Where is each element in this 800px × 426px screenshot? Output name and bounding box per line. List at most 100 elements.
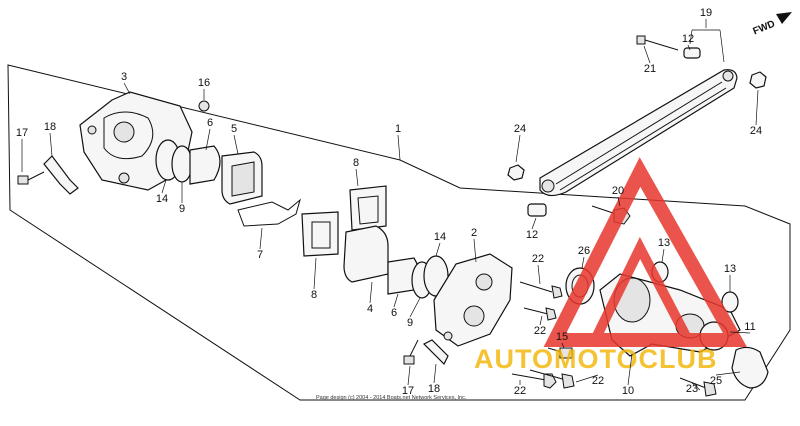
bolt-23 <box>679 377 717 397</box>
callout-label: 22 <box>532 253 544 265</box>
callout-label: 17 <box>16 127 28 139</box>
callout-label: 12 <box>682 33 694 45</box>
callout-19-bracket <box>689 29 725 63</box>
leader-line <box>49 132 53 157</box>
caliper-body-right <box>433 253 513 347</box>
bolt-22-d <box>529 369 575 389</box>
pad-4-right <box>343 225 389 283</box>
callout-label: 26 <box>578 245 590 257</box>
copyright-text: Page design (c) 2004 - 2014 Boats.net Ne… <box>316 395 467 401</box>
collar-12-middle <box>527 203 547 217</box>
leader-line <box>161 179 167 194</box>
callout-label: 23 <box>686 383 698 395</box>
callout-label: 19 <box>700 7 712 19</box>
callout-label: 25 <box>710 375 722 387</box>
callout-label: 11 <box>744 321 755 333</box>
watermark-text: AUTOMOTOCLUB <box>474 344 718 374</box>
bleeder-16 <box>198 100 210 112</box>
bolt-22-c <box>511 373 557 389</box>
callout-label: 24 <box>514 123 526 135</box>
callout-label: 22 <box>592 375 604 387</box>
leader-line <box>433 363 437 384</box>
leader-line <box>627 353 633 386</box>
bolt-21 <box>636 35 679 51</box>
leader-lines <box>21 19 759 391</box>
callout-label: 14 <box>156 193 168 205</box>
callout-label: 13 <box>658 237 670 249</box>
callout-labels: 1234566788991011121213131414151617171818… <box>16 7 762 397</box>
leader-line <box>407 365 411 386</box>
leader-line <box>537 264 541 285</box>
callout-label: 6 <box>207 117 213 129</box>
callout-label: 20 <box>612 185 624 197</box>
leader-line <box>369 281 373 304</box>
leader-line <box>397 134 401 161</box>
callout-label: 24 <box>750 125 762 137</box>
forward-arrow: FWD <box>751 12 792 37</box>
torque-rod <box>539 69 738 197</box>
callout-label: 6 <box>391 307 397 319</box>
leader-line <box>617 196 621 207</box>
nut-24-center <box>507 164 525 181</box>
callout-label: 18 <box>44 121 56 133</box>
piston-6-left <box>189 145 221 185</box>
watermark-logo <box>543 157 747 347</box>
shim-8-right <box>349 185 387 231</box>
nut-24-right <box>749 71 767 89</box>
callout-label: 5 <box>231 123 237 135</box>
boot-25 <box>731 346 769 389</box>
leader-line <box>515 134 521 163</box>
callout-label: 8 <box>311 289 317 301</box>
leader-line <box>123 82 131 95</box>
leader-line <box>355 168 359 187</box>
leader-line <box>643 45 651 64</box>
leader-line <box>715 371 741 376</box>
callout-label: 12 <box>526 229 538 241</box>
callout-label: 4 <box>367 303 373 315</box>
callout-label: 8 <box>353 157 359 169</box>
callout-label: 10 <box>622 385 634 397</box>
leader-line <box>539 315 543 326</box>
leader-line <box>205 128 211 151</box>
callout-label: 21 <box>644 63 656 75</box>
callout-label: 3 <box>121 71 127 83</box>
leader-line <box>393 293 399 308</box>
leader-line <box>259 227 263 250</box>
bolt-22-a <box>519 281 563 299</box>
pin-15 <box>547 347 573 359</box>
callout-label: 1 <box>395 123 401 135</box>
leader-line <box>473 238 477 263</box>
callout-label: 22 <box>514 385 526 397</box>
leader-line <box>691 382 701 391</box>
link-18-right <box>422 339 449 366</box>
leader-line <box>729 331 751 334</box>
shim-8-left <box>301 211 339 257</box>
leader-line <box>233 134 239 155</box>
leader-line <box>687 44 691 51</box>
fwd-label: FWD <box>751 19 776 38</box>
callout-label: 2 <box>471 227 477 239</box>
leader-line <box>561 342 565 349</box>
callout-label: 7 <box>257 249 263 261</box>
bolt-22-b <box>523 307 557 321</box>
callout-label: 22 <box>534 325 546 337</box>
leader-line <box>661 248 665 263</box>
leader-line <box>313 257 317 290</box>
leader-line <box>581 256 585 269</box>
seal-9-left <box>171 145 193 183</box>
bolt-17-left <box>17 171 45 185</box>
callout-label: 18 <box>428 383 440 395</box>
leader-line <box>435 242 441 257</box>
callout-label: 9 <box>407 317 413 329</box>
leader-line <box>531 217 537 230</box>
callout-label: 16 <box>198 77 210 89</box>
leader-line <box>409 297 421 318</box>
callout-label: 15 <box>556 331 568 343</box>
leader-line <box>755 89 759 126</box>
link-18-left <box>43 155 79 195</box>
assembly-frame <box>7 64 791 401</box>
leader-line <box>575 374 599 383</box>
callout-label: 14 <box>434 231 446 243</box>
